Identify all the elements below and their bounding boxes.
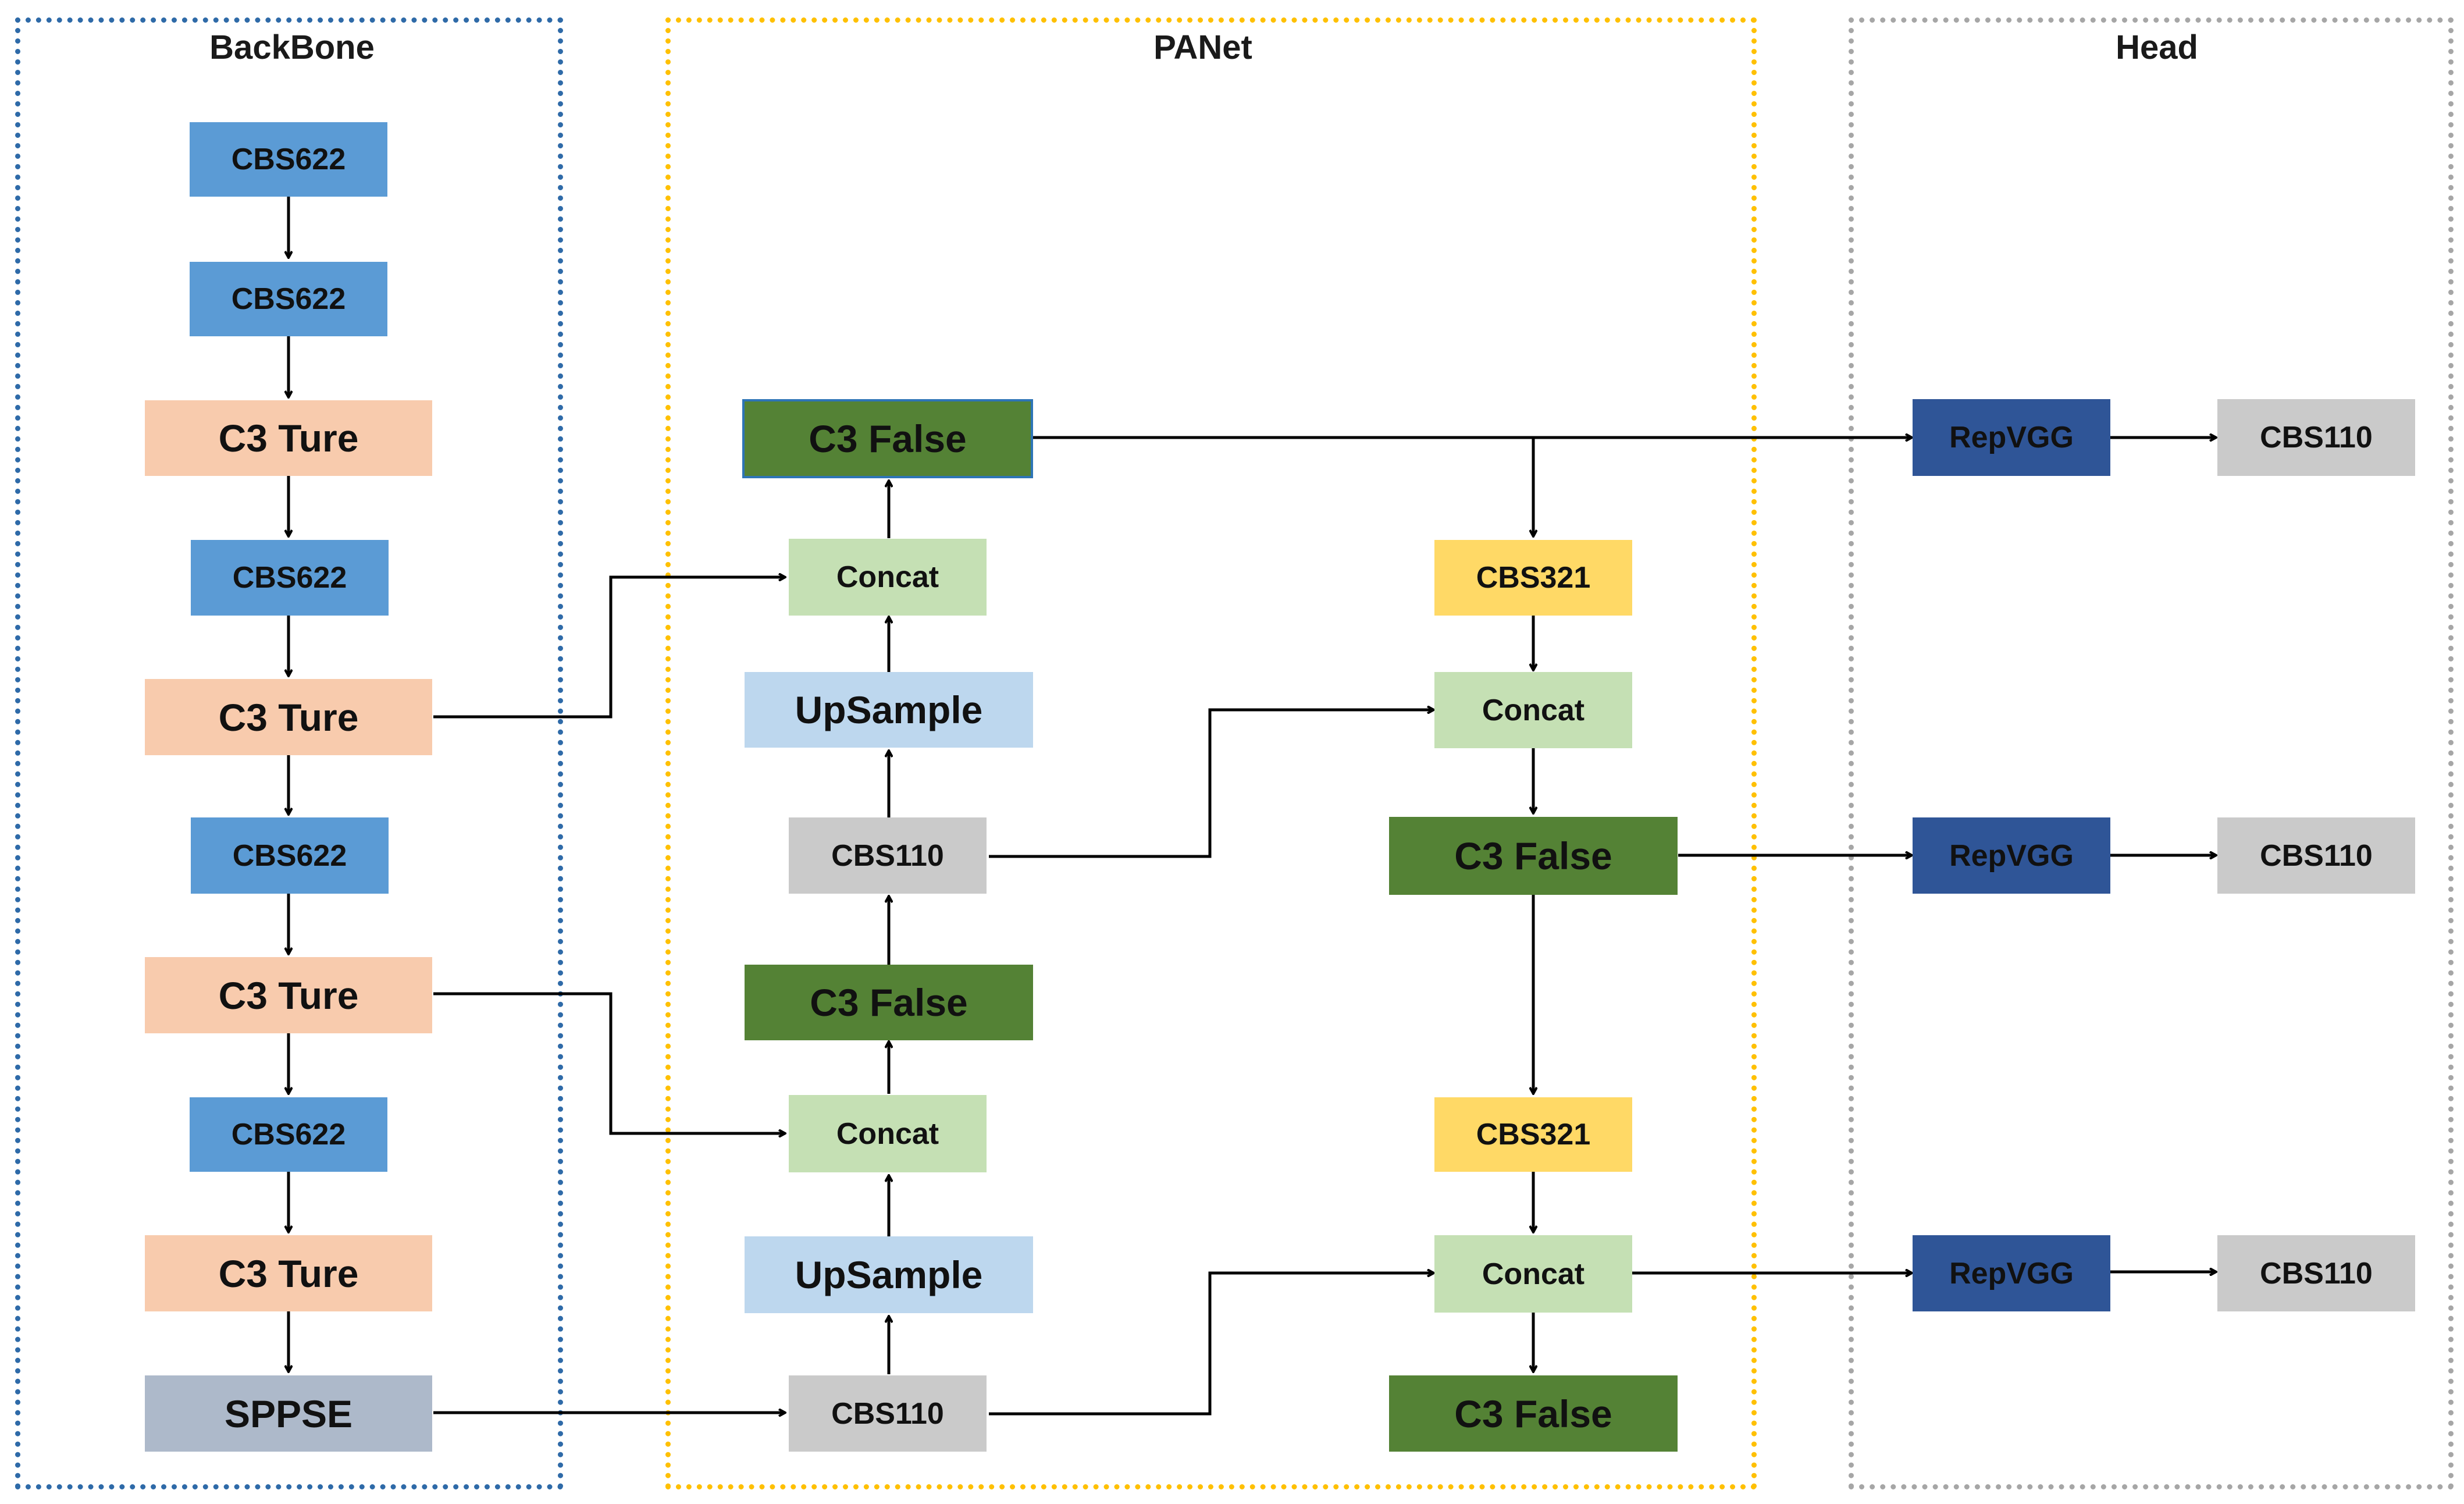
backbone-region xyxy=(15,17,563,1489)
backbone-c3-ture-2: C3 Ture xyxy=(145,679,432,755)
head-repvgg-2: RepVGG xyxy=(1913,817,2110,894)
head-repvgg-1: RepVGG xyxy=(1913,399,2110,476)
backbone-cbs622-1: CBS622 xyxy=(190,122,387,197)
panet-c3-false-4: C3 False xyxy=(1389,1375,1678,1452)
panet-cbs321-1: CBS321 xyxy=(1434,540,1632,616)
panet-c3-false-3: C3 False xyxy=(1389,817,1678,895)
backbone-cbs622-5: CBS622 xyxy=(190,1097,387,1172)
panet-region xyxy=(665,17,1757,1489)
panet-cbs110-1: CBS110 xyxy=(789,817,987,894)
backbone-cbs622-4: CBS622 xyxy=(191,817,389,894)
backbone-cbs622-2: CBS622 xyxy=(190,262,387,336)
head-region xyxy=(1849,17,2454,1489)
backbone-sppse: SPPSE xyxy=(145,1375,432,1452)
backbone-c3-ture-4: C3 Ture xyxy=(145,1235,432,1311)
panet-cbs321-2: CBS321 xyxy=(1434,1097,1632,1172)
edge-p4-q2 xyxy=(989,710,1434,858)
panet-concat-4: Concat xyxy=(1434,1235,1632,1313)
head-cbs110-1: CBS110 xyxy=(2217,399,2415,476)
head-repvgg-3: RepVGG xyxy=(1913,1235,2110,1311)
panet-concat-2: Concat xyxy=(789,1095,987,1172)
backbone-c3-ture-3: C3 Ture xyxy=(145,957,432,1033)
panet-upsample-1: UpSample xyxy=(745,672,1033,748)
backbone-c3-ture-1: C3 Ture xyxy=(145,400,432,476)
edge-p8-q5 xyxy=(989,1273,1434,1416)
panet-cbs110-2: CBS110 xyxy=(789,1375,987,1452)
backbone-title: BackBone xyxy=(209,29,375,66)
head-cbs110-3: CBS110 xyxy=(2217,1235,2415,1311)
panet-c3-false-1: C3 False xyxy=(742,399,1033,478)
backbone-cbs622-3: CBS622 xyxy=(191,540,389,616)
panet-concat-3: Concat xyxy=(1434,672,1632,748)
edge-b5-p2 xyxy=(433,577,785,719)
panet-c3-false-2: C3 False xyxy=(745,965,1033,1040)
panet-title: PANet xyxy=(1153,29,1252,66)
edge-p1-q1 xyxy=(1033,436,1533,536)
head-title: Head xyxy=(2116,29,2198,66)
panet-upsample-2: UpSample xyxy=(745,1236,1033,1313)
head-cbs110-2: CBS110 xyxy=(2217,817,2415,894)
edge-b7-p6 xyxy=(433,992,785,1133)
panet-concat-1: Concat xyxy=(789,539,987,616)
